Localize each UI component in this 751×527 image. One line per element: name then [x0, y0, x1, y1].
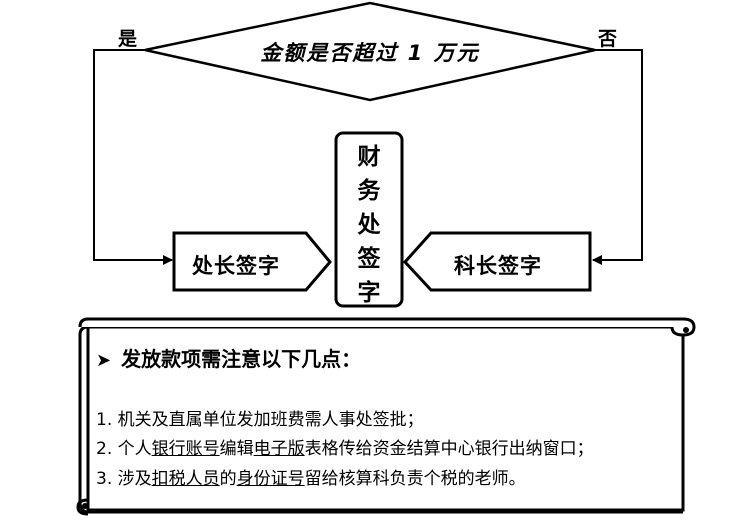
no-connector — [592, 49, 643, 265]
note-text-underlined: 身份证号 — [236, 469, 305, 489]
notes-title-row: ➤ 发放款项需注意以下几点： — [96, 343, 361, 372]
decision-question: 金额是否超过 1 万元 — [260, 41, 480, 65]
note-number: 3. — [96, 469, 118, 489]
note-text: 编辑 — [219, 439, 254, 459]
notes-title: 发放款项需注意以下几点： — [121, 347, 362, 371]
note-text: 机关及直属单位发加班费需人事处签批； — [117, 410, 424, 430]
note-number: 1. — [96, 410, 118, 430]
note-text-underlined: 电子版 — [253, 439, 305, 459]
yes-connector — [93, 49, 173, 265]
yes-label: 是 — [118, 28, 138, 50]
left-approval-box — [172, 231, 332, 292]
note-text: 表格传给资金结算中心银行出纳窗口； — [304, 439, 594, 459]
center-box-char: 字 — [357, 280, 381, 306]
note-number: 2. — [96, 439, 118, 459]
note-text-underlined: 银行账号 — [151, 439, 220, 459]
note-text: 个人 — [117, 439, 152, 459]
note-text: 的 — [219, 469, 237, 489]
center-box-char: 务 — [357, 178, 381, 204]
left-box-label: 处长签字 — [192, 254, 280, 278]
center-box-char: 处 — [357, 212, 381, 238]
arrow-bullet-icon: ➤ — [96, 350, 112, 371]
note-item: 2. 个人银行账号编辑电子版表格传给资金结算中心银行出纳窗口； — [96, 434, 594, 459]
note-text: 留给核算科负责个税的老师。 — [304, 469, 526, 489]
right-box-label: 科长签字 — [454, 254, 542, 278]
note-item: 3. 涉及扣税人员的身份证号留给核算科负责个税的老师。 — [96, 464, 526, 489]
center-box-char: 财 — [357, 144, 381, 170]
center-approval-box — [334, 131, 404, 308]
note-text-underlined: 扣税人员 — [151, 469, 220, 489]
no-label: 否 — [598, 28, 618, 50]
notes-scroll — [76, 317, 696, 516]
note-item: 1. 机关及直属单位发加班费需人事处签批； — [96, 405, 424, 430]
center-box-char: 签 — [357, 246, 381, 272]
center-box-label: 财 务 处 签 字 — [337, 140, 401, 310]
right-approval-box — [402, 231, 592, 292]
note-text: 涉及 — [117, 469, 152, 489]
